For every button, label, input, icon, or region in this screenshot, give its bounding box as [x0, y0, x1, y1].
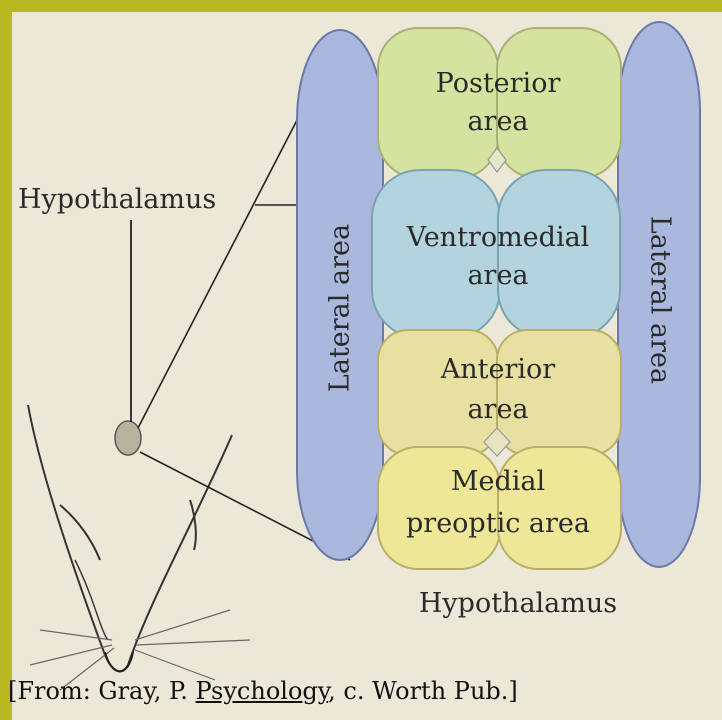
anterior-area-right — [497, 330, 621, 455]
ventromedial-area-right — [498, 170, 620, 338]
lateral-area-left-label: Lateral area — [325, 224, 356, 392]
medial-preoptic-label-line2: preoptic area — [406, 508, 590, 539]
zoom-line-upper — [138, 95, 310, 428]
ventromedial-label-line2: area — [467, 260, 528, 291]
caption-suffix: , c. Worth Pub.] — [328, 677, 518, 705]
ventromedial-area-left — [372, 170, 500, 338]
posterior-label-line2: area — [467, 106, 528, 137]
anterior-label-line2: area — [467, 394, 528, 425]
hypothalamus-label-bottom: Hypothalamus — [419, 588, 617, 619]
anterior-area-left — [378, 330, 498, 455]
hypothalamus-label-left: Hypothalamus — [18, 184, 216, 215]
posterior-area-right — [497, 28, 621, 178]
medial-preoptic-label-line1: Medial — [451, 466, 545, 497]
ventromedial-label-line1: Ventromedial — [407, 222, 590, 253]
lateral-area-right-label: Lateral area — [645, 216, 676, 384]
posterior-area-left — [378, 28, 498, 178]
caption-prefix: [From: Gray, P. — [8, 677, 196, 705]
caption-book-title: Psychology — [196, 677, 329, 705]
source-caption: [From: Gray, P. Psychology, c. Worth Pub… — [8, 677, 722, 705]
hypothalamus-spot — [115, 421, 141, 455]
anterior-label-line1: Anterior — [441, 354, 555, 385]
posterior-label-line1: Posterior — [436, 68, 561, 99]
